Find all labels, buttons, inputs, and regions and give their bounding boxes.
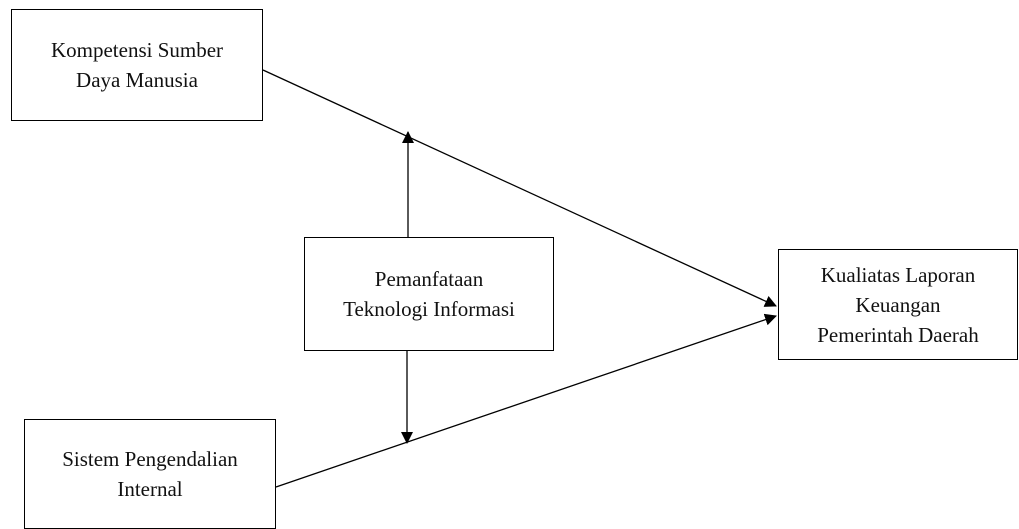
competence-label-line1: Kompetensi Sumber (50, 38, 224, 62)
edge-competence-to-report-quality (262, 69, 777, 307)
it-utilization-label-line2: Teknologi Informasi (343, 297, 515, 321)
report-quality-box: Kualiatas Laporan Keuangan Pemerintah Da… (778, 249, 1018, 360)
competence-box: Kompetensi Sumber Daya Manusia (11, 9, 263, 121)
competence-label-line2: Daya Manusia (76, 68, 198, 92)
it-utilization-label-line1: Pemanfataan (374, 267, 484, 291)
it-utilization-box: Pemanfataan Teknologi Informasi (304, 237, 554, 351)
report-quality-label-line1: Kualiatas Laporan (820, 262, 976, 287)
internal-control-box: Sistem Pengendalian Internal (24, 419, 276, 529)
edge-internal-control-to-report-quality (275, 313, 777, 488)
internal-control-label-line1: Sistem Pengendalian (62, 447, 238, 471)
report-quality-label-line3: Pemerintah Daerah (817, 322, 979, 347)
report-quality-label-line2: Keuangan (855, 292, 941, 317)
internal-control-label-line2: Internal (117, 477, 183, 501)
